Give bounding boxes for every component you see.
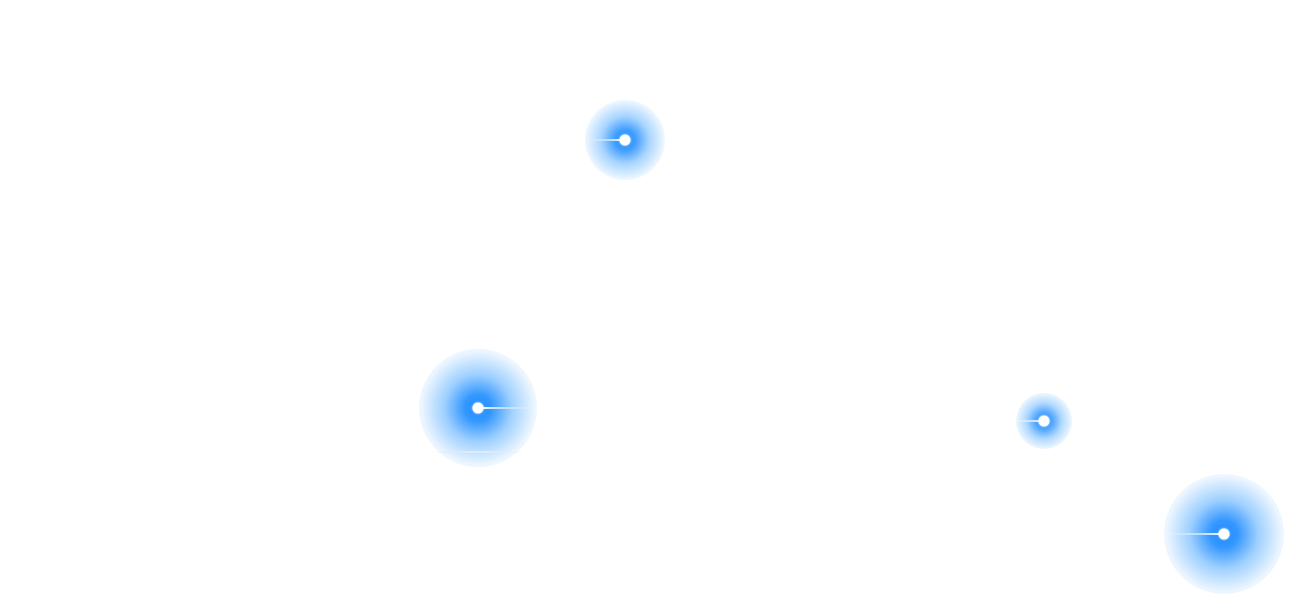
- dot: [472, 402, 484, 414]
- light-trail: [478, 407, 536, 409]
- dot: [619, 134, 631, 146]
- light-trail: [587, 139, 625, 141]
- dot: [1218, 528, 1230, 540]
- dot: [1038, 415, 1050, 427]
- light-underline: [430, 451, 526, 453]
- light-trail: [1166, 533, 1224, 535]
- light-trail: [1014, 420, 1044, 422]
